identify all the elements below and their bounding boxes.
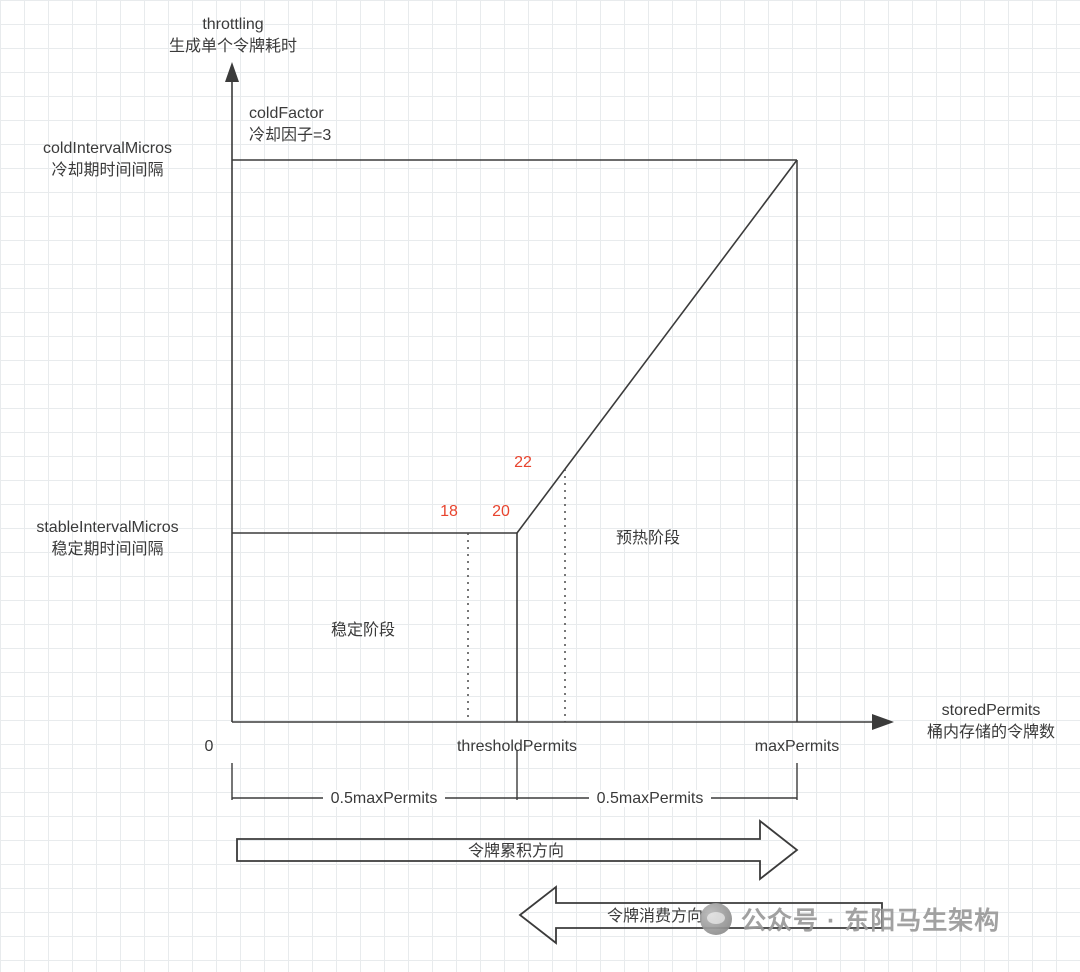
dim-right-half-text: 0.5maxPermits [588,790,712,807]
stable-phase-label: 稳定阶段 [330,622,395,639]
accumulate-arrow-label: 令牌累积方向 [467,843,564,860]
dim-left-half-text: 0.5maxPermits [322,790,446,807]
consume-arrow-icon [518,885,883,945]
y-axis-title: throttling 生成单个令牌耗时 [108,14,358,59]
value-18: 18 [440,503,458,520]
warmup-diagonal-line [516,159,798,534]
stable-interval-label: stableIntervalMicros 稳定期时间间隔 [10,517,205,562]
stable-interval-en: stableIntervalMicros [36,519,179,536]
cold-interval-en: coldIntervalMicros [43,140,172,157]
cold-interval-zh: 冷却期时间间隔 [51,162,164,180]
stable-interval-zh: 稳定期时间间隔 [51,541,164,559]
y-axis-title-en: throttling [202,16,264,33]
watermark-logo-icon [700,903,732,935]
cold-factor-annotation: coldFactor 冷却因子=3 [249,103,331,148]
accumulate-arrow-icon [236,819,799,881]
y-axis-title-zh: 生成单个令牌耗时 [168,38,297,56]
watermark: 公众号 · 东阳马生架构 [700,901,1000,937]
y-axis-arrowhead-icon [225,62,239,82]
x-tick-max: maxPermits [754,738,840,755]
value-20: 20 [492,503,510,520]
dim-right-half: 0.5maxPermits [580,788,720,810]
dim-left-half: 0.5maxPermits [314,788,454,810]
x-tick-threshold: thresholdPermits [456,738,578,755]
cold-factor-zh: 冷却因子=3 [249,127,332,145]
x-axis-arrowhead-icon [872,714,894,730]
value-22: 22 [514,454,532,471]
x-axis-title-en: storedPermits [941,702,1041,719]
watermark-text: 公众号 · 东阳马生架构 [741,907,1001,935]
cold-interval-label: coldIntervalMicros 冷却期时间间隔 [10,138,205,183]
warmup-phase-label: 预热阶段 [615,530,680,547]
x-axis-title-zh: 桶内存储的令牌数 [926,724,1055,742]
consume-arrow-label: 令牌消费方向 [606,908,703,925]
x-axis-title: storedPermits 桶内存储的令牌数 [905,700,1077,745]
cold-factor-en: coldFactor [249,105,324,122]
x-tick-origin: 0 [204,738,214,755]
